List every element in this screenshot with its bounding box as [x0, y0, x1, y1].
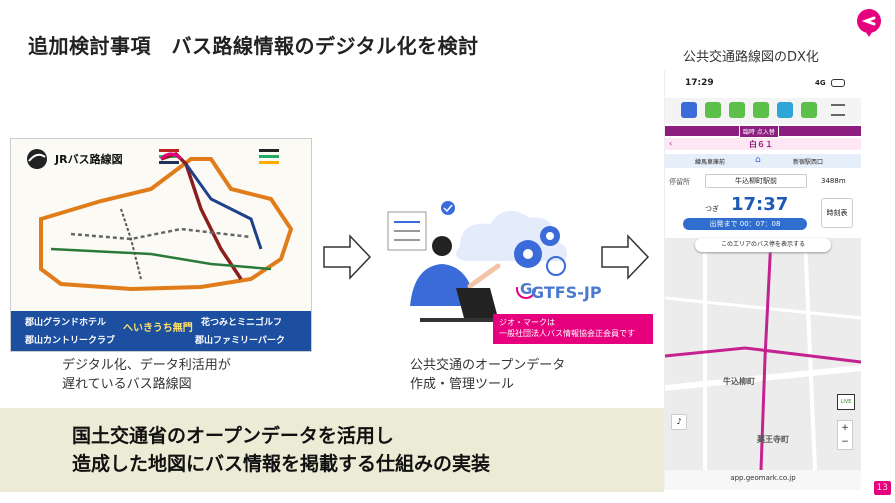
badge-line1: ジオ・マークは	[499, 318, 555, 327]
membership-badge: ジオ・マークは 一般社団法人バス情報協会正会員です	[493, 314, 653, 344]
route-name: 白６１	[749, 140, 773, 149]
edit-icon[interactable]	[801, 102, 817, 118]
timetable-button[interactable]: 時刻表	[821, 198, 853, 228]
map-streets	[665, 237, 861, 471]
image-icon[interactable]	[777, 102, 793, 118]
phone-screenshot: 17:29 4G 臨時 点入替 ‹ 白６１ 練馬車庫前 ⌂ 新宿駅西口 停留所 …	[664, 70, 861, 490]
menu-icon[interactable]	[831, 104, 845, 116]
prev-icon: ‹	[669, 139, 673, 148]
badge-line2: 一般社団法人バス情報協会正会員です	[499, 329, 635, 338]
stop-from: 練馬車庫前	[695, 159, 726, 166]
app-toolbar	[665, 98, 861, 124]
stop-label: 停留所	[669, 178, 690, 186]
route-lines-illustration	[27, 149, 294, 292]
status-bar: 17:29 4G	[665, 70, 861, 98]
open-data-tool-illustration: G	[387, 201, 568, 322]
stop-to: 新宿駅西口	[793, 159, 824, 166]
dx-panel-title: 公共交通路線図のDX化	[683, 50, 819, 65]
sound-icon[interactable]: ♪	[671, 414, 687, 430]
summary-banner	[0, 408, 664, 492]
ad-left-1: 郡山グランドホテル	[25, 318, 107, 328]
arrow-right-icon	[601, 234, 650, 280]
remaining-time: 出発まで 00：07：08	[683, 218, 807, 230]
route-nav[interactable]: ‹ 白６１	[665, 138, 861, 150]
svg-text:G: G	[520, 280, 532, 298]
stop-icon[interactable]	[729, 102, 745, 118]
summary-text: 国土交通省のオープンデータを活用し 造成した地図にバス情報を掲載する仕組みの実装	[72, 422, 490, 478]
bus-route-map-image: JRバス路線図 郡山グランドホテル 郡山カントリークラブ へいきうち無門 花つみ…	[10, 138, 312, 352]
ad-mid: へいきうち無門	[123, 323, 193, 334]
stop-name[interactable]: 牛込柳町駅前	[705, 174, 807, 188]
live-button[interactable]: LIVE	[837, 394, 855, 410]
summary-line2: 造成した地図にバス情報を掲載する仕組みの実装	[72, 453, 491, 475]
browser-url-bar: app.geomark.co.jp	[665, 470, 861, 490]
geomark-logo-icon	[857, 9, 881, 37]
arrow-right-icon	[323, 234, 372, 280]
countdown-panel: つぎ 17:37 出発まで 00：07：08	[683, 194, 813, 234]
next-time: 17:37	[731, 194, 789, 215]
ad-right-1: 花つみとミニゴルフ	[201, 318, 283, 328]
map-label-yakuoji: 薬王寺町	[757, 435, 789, 444]
left-caption-line1: デジタル化、データ利活用が	[62, 358, 231, 373]
gtfs-jp-logo: GTFS-JP	[531, 283, 602, 302]
status-time: 17:29	[685, 78, 714, 88]
ad-strip	[11, 311, 311, 351]
next-label: つぎ	[705, 205, 719, 213]
summary-line1: 国土交通省のオープンデータを活用し	[72, 425, 394, 447]
search-icon[interactable]	[753, 102, 769, 118]
left-caption-line2: 遅れているバス路線図	[62, 377, 192, 392]
slide-title: 追加検討事項 バス路線情報のデジタル化を検討	[28, 34, 479, 58]
map-label-ushigome: 牛込柳町	[723, 377, 755, 386]
middle-caption-line2: 作成・管理ツール	[410, 377, 515, 392]
route-number-icon[interactable]	[705, 102, 721, 118]
ad-left-2: 郡山カントリークラブ	[25, 336, 116, 346]
zoom-control[interactable]: +−	[837, 420, 853, 450]
status-signal: 4G	[815, 79, 826, 87]
page-number: 13	[873, 481, 891, 495]
url-text: app.geomark.co.jp	[730, 474, 796, 482]
stop-distance: 3488m	[821, 177, 846, 185]
stop-info: 停留所 牛込柳町駅前 3488m	[665, 174, 861, 190]
bus-icon[interactable]	[681, 102, 697, 118]
route-map[interactable]: このエリアのバス停を表示する 牛込柳町 薬王寺町 LIVE +− ♪	[665, 237, 861, 471]
battery-icon	[831, 79, 845, 87]
middle-caption-line1: 公共交通のオープンデータ	[410, 358, 566, 373]
direction-bar: 練馬車庫前 ⌂ 新宿駅西口	[665, 154, 861, 168]
show-stops-button[interactable]: このエリアのバス停を表示する	[695, 238, 831, 252]
map-title: JRバス路線図	[55, 153, 123, 166]
route-tag: 臨時 点入替	[739, 125, 779, 138]
ad-right-2: 郡山ファミリーパーク	[195, 336, 285, 346]
home-icon[interactable]: ⌂	[755, 155, 761, 165]
